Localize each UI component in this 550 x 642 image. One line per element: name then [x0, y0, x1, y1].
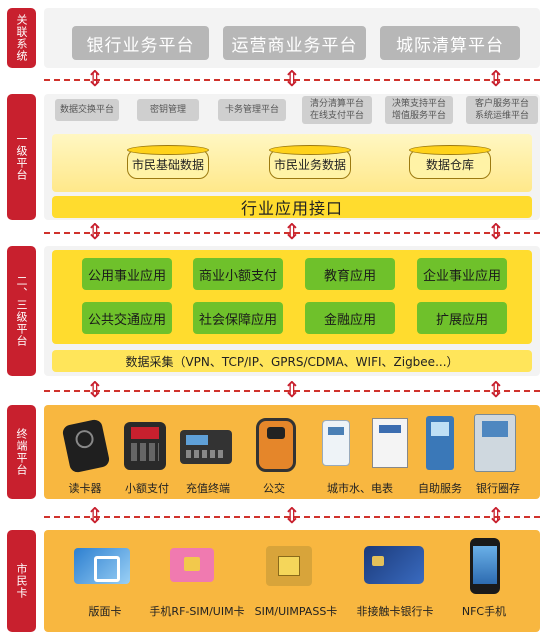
application-box: 企业事业应用: [417, 258, 507, 290]
terminal-label: 读卡器: [68, 482, 102, 495]
database-icon: [127, 145, 209, 155]
card-label: 非接触卡银行卡: [356, 605, 434, 618]
bidirectional-arrow-icon: ⇕: [85, 378, 105, 403]
level1-module: 决策支持平台增值服务平台: [385, 96, 453, 124]
level1-module: 数据交换平台: [55, 99, 119, 121]
terminal-label: 小额支付: [125, 482, 169, 495]
section-label-level23: 二、三级平台: [7, 246, 36, 376]
card-label: 手机RF-SIM/UIM卡: [149, 605, 245, 618]
section-label-terminal: 终端平台: [7, 405, 36, 499]
divider-2: [44, 232, 540, 234]
bidirectional-arrow-icon: ⇕: [282, 220, 302, 245]
terminal-label: 公交: [263, 482, 285, 495]
level1-module: 卡务管理平台: [218, 99, 286, 121]
rf-sim-card-icon: [170, 548, 214, 582]
divider-1: [44, 79, 540, 81]
database-icon: [409, 145, 491, 155]
level1-module: 密钥管理: [137, 99, 199, 121]
sim-pass-card-icon: [266, 546, 312, 586]
terminal-label: 城市水、电表: [327, 482, 393, 495]
self-service-kiosk-icon: [426, 416, 454, 470]
section-label-level1: 一级平台: [7, 94, 36, 220]
bidirectional-arrow-icon: ⇕: [282, 67, 302, 92]
section-label-related: 关联系统: [7, 8, 36, 68]
terminal-label: 充值终端: [186, 482, 230, 495]
bidirectional-arrow-icon: ⇕: [282, 378, 302, 403]
application-box: 扩展应用: [417, 302, 507, 334]
pos-terminal-icon: [124, 422, 166, 470]
nfc-phone-icon: [470, 538, 500, 594]
terminal-label: 自助服务: [418, 482, 462, 495]
terminal-label: 银行圈存: [476, 482, 520, 495]
application-box: 教育应用: [305, 258, 395, 290]
application-box: 社会保障应用: [193, 302, 283, 334]
bidirectional-arrow-icon: ⇕: [282, 504, 302, 529]
recharge-terminal-icon: [180, 430, 232, 464]
card-label: 版面卡: [88, 605, 122, 618]
level1-module: 清分清算平台在线支付平台: [302, 96, 372, 124]
industry-interface-bar: 行业应用接口: [52, 196, 532, 218]
bidirectional-arrow-icon: ⇕: [486, 67, 506, 92]
section-label-card: 市民卡: [7, 530, 36, 632]
bus-reader-icon: [256, 418, 296, 472]
divider-4: [44, 516, 540, 518]
bidirectional-arrow-icon: ⇕: [85, 504, 105, 529]
level1-module: 客户服务平台系统运维平台: [466, 96, 538, 124]
card-label: SIM/UIMPASS卡: [254, 605, 338, 618]
application-box: 商业小额支付: [193, 258, 283, 290]
bidirectional-arrow-icon: ⇕: [85, 67, 105, 92]
printed-card-icon: [74, 548, 130, 584]
electric-meter-icon: [372, 418, 408, 468]
bidirectional-arrow-icon: ⇕: [486, 220, 506, 245]
contactless-bank-card-icon: [364, 546, 424, 584]
water-meter-icon: [322, 420, 350, 466]
application-box: 公用事业应用: [82, 258, 172, 290]
related-system-bank: 银行业务平台: [72, 26, 209, 60]
bidirectional-arrow-icon: ⇕: [486, 504, 506, 529]
application-box: 公共交通应用: [82, 302, 172, 334]
database-icon: [269, 145, 351, 155]
bank-load-terminal-icon: [474, 414, 516, 472]
related-system-clearing: 城际清算平台: [380, 26, 520, 60]
card-label: NFC手机: [461, 605, 507, 618]
bidirectional-arrow-icon: ⇕: [85, 220, 105, 245]
bidirectional-arrow-icon: ⇕: [486, 378, 506, 403]
divider-3: [44, 390, 540, 392]
related-system-operator: 运营商业务平台: [223, 26, 366, 60]
data-collection-bar: 数据采集（VPN、TCP/IP、GPRS/CDMA、WIFI、Zigbee...…: [52, 350, 532, 372]
application-box: 金融应用: [305, 302, 395, 334]
